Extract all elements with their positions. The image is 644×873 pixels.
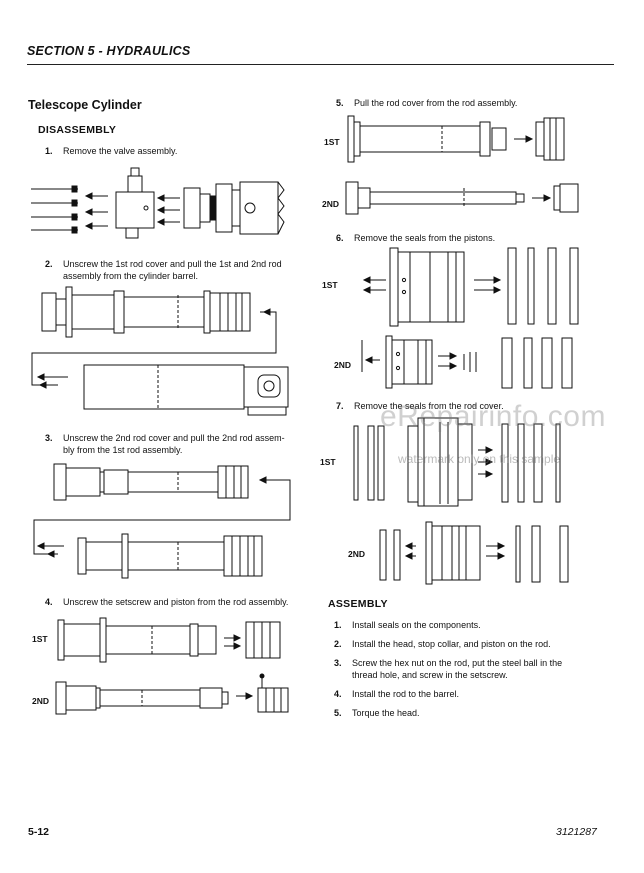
stage-label-1st-step7: 1ST	[320, 457, 336, 467]
stage-label-2nd-step7: 2ND	[348, 549, 366, 559]
assembly-step-3-num: 3.	[334, 658, 342, 668]
step-5: 5. Pull the rod cover from the rod assemb…	[336, 97, 517, 109]
assembly-step-1-num: 1.	[334, 620, 342, 630]
figure-setscrew-piston	[52, 612, 297, 722]
assembly-steps: 1. Install seals on the components. 2. Ins…	[334, 619, 614, 726]
step-1-num: 1.	[45, 146, 53, 156]
step-1-text: Remove the valve assembly.	[63, 146, 178, 156]
page-title: Telescope Cylinder	[28, 98, 142, 112]
figure-second-rod-pull	[28, 458, 298, 586]
assembly-step-4: 4. Install the rod to the barrel.	[334, 688, 614, 700]
assembly-step-2: 2. Install the head, stop collar, and pis…	[334, 638, 614, 650]
step-7: 7. Remove the seals from the rod cover.	[336, 400, 504, 412]
figure-piston-seals	[352, 244, 592, 392]
step-2-line2: assembly from the cylinder barrel.	[63, 271, 199, 281]
figure-rod-assembly-pull	[28, 285, 298, 420]
step-3-line1: Unscrew the 2nd rod cover and pull the 2…	[63, 433, 285, 443]
assembly-heading: ASSEMBLY	[328, 598, 388, 610]
assembly-step-5-num: 5.	[334, 708, 342, 718]
stage-label-1st-step6: 1ST	[322, 280, 338, 290]
stage-label-2nd-step6: 2ND	[334, 360, 352, 370]
step-7-text: Remove the seals from the rod cover.	[354, 401, 504, 411]
step-2: 2. Unscrew the 1st rod cover and pull the…	[45, 258, 300, 282]
step-5-num: 5.	[336, 98, 344, 108]
stage-label-2nd-step4: 2ND	[32, 696, 50, 706]
step-4-num: 4.	[45, 597, 53, 607]
assembly-step-5-text: Torque the head.	[352, 708, 420, 718]
step-4-text: Unscrew the setscrew and piston from the…	[63, 597, 289, 607]
step-6-text: Remove the seals from the pistons.	[354, 233, 496, 243]
disassembly-heading: DISASSEMBLY	[38, 124, 117, 136]
step-1: 1. Remove the valve assembly.	[45, 145, 177, 157]
figure-rod-cover-seals	[352, 416, 592, 586]
assembly-step-1: 1. Install seals on the components.	[334, 619, 614, 631]
assembly-step-1-text: Install seals on the components.	[352, 620, 481, 630]
bolts	[31, 186, 78, 233]
assembly-step-2-num: 2.	[334, 639, 342, 649]
step-3: 3. Unscrew the 2nd rod cover and pull the…	[45, 432, 300, 456]
step-2-num: 2.	[45, 259, 53, 269]
step-6-num: 6.	[336, 233, 344, 243]
assembly-step-4-num: 4.	[334, 689, 342, 699]
step-7-num: 7.	[336, 401, 344, 411]
figure-rod-cover-pull	[342, 112, 587, 220]
step-3-num: 3.	[45, 433, 53, 443]
stage-label-1st-step5: 1ST	[324, 137, 340, 147]
watermark-sub: watermark only on this sample	[398, 452, 561, 466]
step-4: 4. Unscrew the setscrew and piston from t…	[45, 596, 288, 608]
document-number: 3121287	[556, 826, 597, 838]
section-header: SECTION 5 - HYDRAULICS	[27, 44, 191, 58]
page-number: 5-12	[28, 826, 50, 838]
step-3-line2: bly from the 1st rod assembly.	[63, 445, 183, 455]
assembly-step-3-line2: thread hole, and screw in the setscrew.	[352, 670, 508, 680]
header-rule	[27, 64, 614, 65]
arrows	[86, 193, 108, 229]
stage-label-1st-step4: 1ST	[32, 634, 48, 644]
assembly-step-3-line1: Screw the hex nut on the rod, put the st…	[352, 658, 563, 668]
assembly-step-4-text: Install the rod to the barrel.	[352, 689, 460, 699]
assembly-step-5: 5. Torque the head.	[334, 707, 614, 719]
watermark-main: eRepairinfo.com	[380, 400, 606, 433]
step-5-text: Pull the rod cover from the rod assembly…	[354, 98, 518, 108]
step-2-line1: Unscrew the 1st rod cover and pull the 1…	[63, 259, 282, 269]
stage-label-2nd-step5: 2ND	[322, 199, 340, 209]
assembly-step-3: 3. Screw the hex nut on the rod, put the …	[334, 657, 614, 681]
assembly-step-2-text: Install the head, stop collar, and pisto…	[352, 639, 551, 649]
figure-valve-removal	[28, 160, 298, 250]
step-6: 6. Remove the seals from the pistons.	[336, 232, 495, 244]
